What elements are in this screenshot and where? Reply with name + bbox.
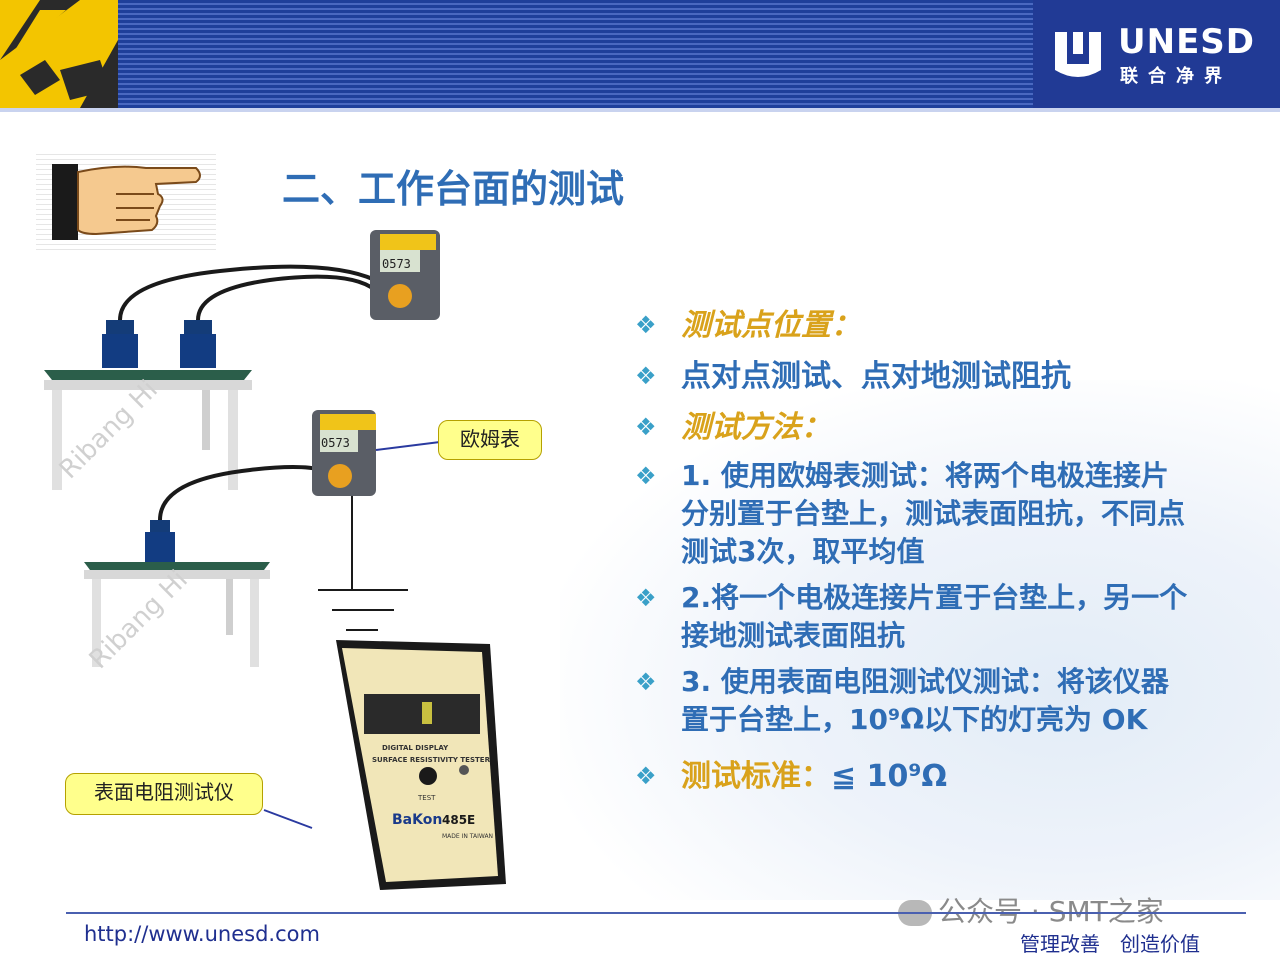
surface-tester-label: 表面电阻测试仪 (65, 773, 263, 815)
bullet-test-method: ❖测试方法： (635, 410, 831, 445)
cable-2 (196, 274, 377, 321)
watermark-1: Ribang Hi (54, 375, 164, 485)
bullet-test-point: ❖测试点位置： (635, 308, 861, 343)
ohm-meter-2 (312, 410, 376, 496)
test-setup-diagram: 0573 0573 Ribang Hi Ribang Hi DIGITAL DI… (44, 230, 506, 890)
workbench-2 (84, 562, 270, 570)
logo-subtitle: 联合净界 (1120, 66, 1232, 87)
diamond-bullet-icon: ❖ (635, 462, 657, 490)
background-photo (560, 380, 1280, 900)
bullet-method-3: ❖3. 使用表面电阻测试仪测试：将该仪器置于台垫上，10⁹Ω以下的灯亮为 OK (635, 665, 1169, 736)
header-divider (0, 108, 1280, 112)
tester-model: 485E (442, 813, 475, 827)
tester-label-2: SURFACE RESISTIVITY TESTER (372, 756, 491, 764)
tester-brand: BaKon (392, 812, 442, 828)
electrode-2 (180, 334, 216, 368)
unesd-logo-icon (1055, 32, 1101, 77)
bullet-list: ❖测试点位置： ❖点对点测试、点对地测试阻抗 ❖测试方法： ❖1. 使用欧姆表测… (635, 306, 1195, 796)
tester-made-in: MADE IN TAIWAN (442, 833, 493, 840)
diamond-bullet-icon: ❖ (635, 311, 657, 339)
pointing-hand-icon (52, 164, 201, 240)
wechat-watermark: 公众号 · SMT之家 (898, 890, 1164, 930)
electrode-1 (102, 334, 138, 368)
bullet-method-1: ❖1. 使用欧姆表测试：将两个电极连接片分别置于台垫上，测试表面阻抗，不同点测试… (635, 459, 1186, 568)
esd-warning-icon (0, 0, 118, 108)
ohm-meter-1 (370, 230, 440, 320)
meter-display-1: 0573 (382, 257, 411, 271)
diamond-bullet-icon: ❖ (635, 762, 657, 790)
ohm-meter-label: 欧姆表 (438, 420, 542, 460)
page-title: 二、工作台面的测试 (282, 167, 625, 211)
bullet-method-2: ❖2.将一个电极连接片置于台垫上，另一个接地测试表面阻抗 (635, 581, 1188, 652)
bullet-test-standard: ❖测试标准：≦ 10⁹Ω (635, 759, 947, 794)
company-logo-area (1033, 0, 1280, 108)
pointing-hand-image (36, 150, 216, 252)
diamond-bullet-icon: ❖ (635, 668, 657, 696)
header-stripe-bar (118, 0, 1033, 108)
esd-warning-banner (0, 0, 118, 108)
bullet-test-types: ❖点对点测试、点对地测试阻抗 (635, 359, 1071, 394)
diamond-bullet-icon: ❖ (635, 362, 657, 390)
tester-button-label: TEST (417, 794, 436, 802)
cable-3 (158, 465, 323, 521)
electrode-3 (145, 532, 175, 562)
diamond-bullet-icon: ❖ (635, 413, 657, 441)
tester-label-1: DIGITAL DISPLAY (382, 744, 449, 752)
footer-divider (66, 912, 1246, 914)
diamond-bullet-icon: ❖ (635, 584, 657, 612)
website-link[interactable]: http://www.unesd.com (84, 922, 320, 946)
meter-display-2: 0573 (321, 436, 350, 450)
footer-slogan: 管理改善 创造价值 (1020, 932, 1200, 956)
cable-1 (118, 264, 376, 321)
surface-resistivity-tester (336, 640, 506, 890)
standard-value: ≦ 10⁹Ω (831, 759, 947, 794)
workbench-1 (44, 370, 252, 380)
logo-text: UNESD (1118, 22, 1255, 62)
